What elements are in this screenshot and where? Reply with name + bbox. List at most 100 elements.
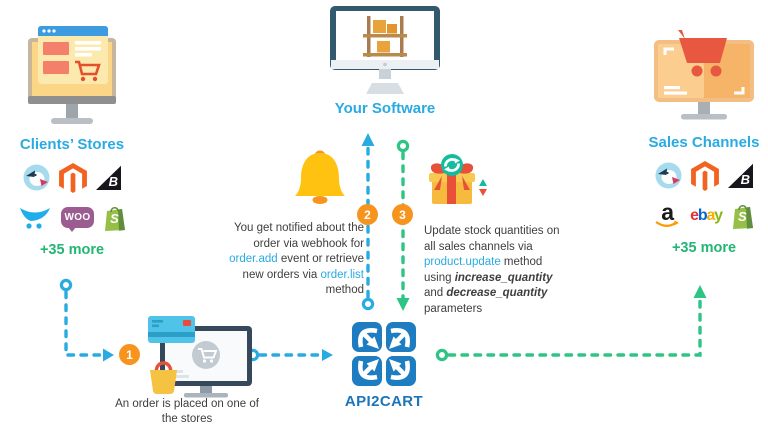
api2cart-logo-square: [386, 356, 416, 386]
api2cart-logo: [352, 322, 416, 386]
magento-icon: [59, 162, 87, 193]
arrowhead-to-api-down: [396, 298, 410, 311]
store-monitor-icon: [28, 26, 116, 124]
woo-bubble-tail: [68, 227, 76, 232]
left-platform-row-1: B: [23, 162, 121, 193]
shopify-letter: S: [738, 209, 747, 224]
woocommerce-icon: WOO: [61, 207, 94, 232]
bigcommerce-letter: B: [740, 172, 750, 187]
step2-badge: 2: [357, 204, 378, 225]
order-caption: An order is placed on one of the stores: [115, 398, 259, 425]
imac-base: [366, 83, 404, 94]
sales-channels-title: Sales Channels: [648, 134, 760, 151]
decrease-arrow: [479, 189, 487, 196]
api2cart-logo-square: [352, 322, 382, 352]
right-platform-row-2: a e b a y S: [654, 199, 754, 231]
shopping-bag: [150, 361, 177, 394]
amazon-icon: a: [654, 199, 681, 229]
bigcommerce-icon: B: [728, 163, 753, 188]
cart-badge: [192, 341, 220, 369]
product-update-method: product.update: [424, 256, 501, 268]
credit-card: [148, 316, 195, 343]
shopify-icon: S: [731, 202, 754, 229]
order-monitor-base: [184, 393, 228, 398]
magento-icon: [691, 160, 719, 191]
content-block: [43, 61, 69, 74]
browser-header: [38, 26, 108, 36]
shopify-bag: [732, 204, 753, 229]
content-block: [43, 42, 69, 55]
ebay-letter: b: [697, 206, 708, 224]
line-start-ring-software: [396, 139, 410, 153]
order-monitor-neck: [200, 386, 212, 393]
left-platform-row-2: WOO S: [18, 202, 126, 233]
api2cart-logo-square: [352, 356, 382, 386]
bigcommerce-icon: B: [96, 165, 121, 190]
right-platform-row-1: B: [655, 160, 753, 191]
decrease-quantity-param: decrease_quantity: [446, 287, 548, 299]
logo-arrow: [389, 359, 410, 380]
sync-arrows: [444, 158, 460, 172]
shopify-icon: S: [103, 204, 126, 231]
warehouse-shelf: [363, 16, 407, 57]
clients-stores-panel: Clients’ Stores B: [8, 26, 136, 258]
logo-arrow: [389, 328, 410, 349]
step3-text: Update stock quantities on all sales cha…: [424, 225, 560, 253]
arrowhead-to-software: [361, 133, 375, 146]
increase-quantity-param: increase_quantity: [454, 271, 553, 284]
step3-text: parameters: [424, 302, 483, 315]
logo-arrow: [358, 359, 379, 380]
line-stores-to-order: [64, 290, 102, 357]
imac-neck: [379, 69, 391, 79]
left-more-label: +35 more: [39, 242, 105, 258]
step3-description: Update stock quantities on all sales cha…: [424, 224, 564, 317]
your-software-label: Your Software: [334, 100, 436, 117]
your-software-monitor-icon: [330, 6, 440, 94]
logo-arrow: [358, 328, 379, 349]
step3-text: and: [424, 287, 447, 299]
shopify-bag: [105, 206, 125, 231]
arrowhead-to-step1: [103, 348, 114, 362]
ebay-letter: e: [690, 206, 699, 224]
shopify-letter: S: [110, 211, 119, 226]
right-more-label: +35 more: [671, 240, 737, 256]
line-start-ring-stores: [59, 278, 73, 292]
order-add-method: order.add: [229, 253, 278, 265]
prestashop-icon: [23, 164, 50, 191]
sales-channels-panel: Sales Channels B a: [645, 30, 763, 256]
arrowhead-to-channels: [693, 285, 707, 298]
bigcommerce-letter: B: [108, 174, 118, 189]
gift-update-icon: [429, 154, 487, 204]
increase-arrow: [479, 179, 487, 186]
api2cart-logo-square: [386, 322, 416, 352]
line-api-to-channels: [447, 296, 702, 357]
arrowhead-to-api: [322, 349, 333, 361]
step2-description: You get notified about the order via web…: [228, 221, 364, 299]
step2-text: event or retrieve new orders via: [242, 253, 364, 281]
monitor-neck: [66, 104, 78, 118]
prestashop-icon: [655, 162, 682, 189]
ebay-letter: a: [706, 206, 715, 224]
woo-label: WOO: [64, 212, 91, 223]
amazon-letter: a: [661, 198, 675, 225]
order-list-method: order.list: [320, 268, 364, 281]
monitor-base: [681, 114, 727, 120]
step3-text: method using: [424, 256, 543, 284]
monitor-neck: [698, 102, 710, 114]
step3-badge: 3: [392, 204, 413, 225]
opencart-icon: [20, 207, 50, 229]
step1-badge: 1: [119, 344, 140, 365]
line-start-ring-api: [361, 297, 375, 311]
order-placed-icon: [148, 316, 252, 398]
ebay-icon: e b a y: [690, 206, 723, 224]
clients-stores-title: Clients’ Stores: [19, 136, 125, 153]
monitor-base: [51, 118, 93, 124]
step2-text: You get notified about the order via web…: [233, 222, 364, 250]
sales-monitor-icon: [654, 30, 754, 120]
line-start-ring-api2: [435, 348, 449, 362]
step2-text: method: [325, 284, 364, 296]
cart-glyph: [75, 60, 101, 76]
monitor-chin: [28, 96, 116, 104]
